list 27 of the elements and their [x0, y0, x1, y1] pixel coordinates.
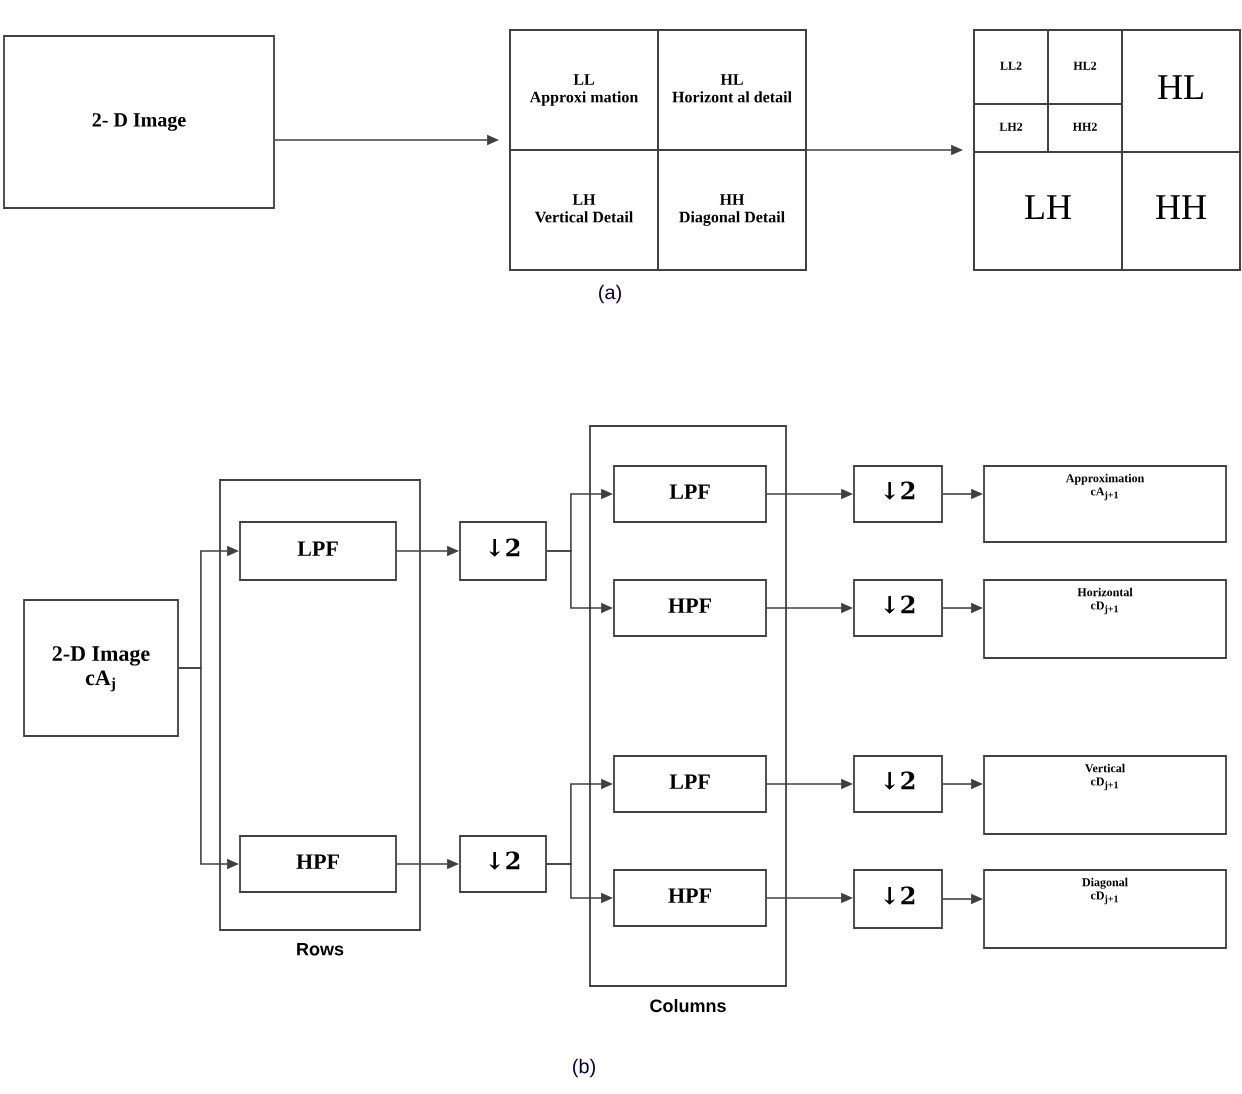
image-box: 2-D Image cA$_{j}$: [23, 599, 179, 737]
downsample-box: ↓2: [459, 521, 547, 581]
downsample-box: ↓2: [459, 835, 547, 893]
filter-box: LPF: [613, 755, 767, 813]
grid-cell: LH Vertical Detail: [509, 149, 659, 271]
downsample-box: ↓2: [853, 869, 943, 929]
filter-box: HPF: [239, 835, 397, 893]
filter-box: HPF: [613, 869, 767, 927]
group-label: Columns: [650, 998, 726, 1013]
grid-cell: LH: [973, 151, 1123, 271]
filter-box: LPF: [613, 465, 767, 523]
panel-label: (b): [573, 1058, 595, 1078]
grid-cell: HH Diagonal Detail: [657, 149, 807, 271]
downsample-box: ↓2: [853, 755, 943, 813]
downsample-box: ↓2: [853, 465, 943, 523]
grid-cell: HL Horizont al detail: [657, 29, 807, 151]
downsample-box: ↓2: [853, 579, 943, 637]
grid-cell: HH: [1121, 151, 1241, 271]
group-box: [589, 425, 787, 987]
panel-label: (a): [599, 284, 621, 304]
group-label: Rows: [297, 942, 344, 956]
filter-box: LPF: [239, 521, 397, 581]
image-box: 2- D Image: [3, 35, 275, 209]
grid-cell: LL Approxi mation: [509, 29, 659, 151]
grid-cell: HL: [1121, 29, 1241, 153]
filter-box: HPF: [613, 579, 767, 637]
group-box: [219, 479, 421, 931]
